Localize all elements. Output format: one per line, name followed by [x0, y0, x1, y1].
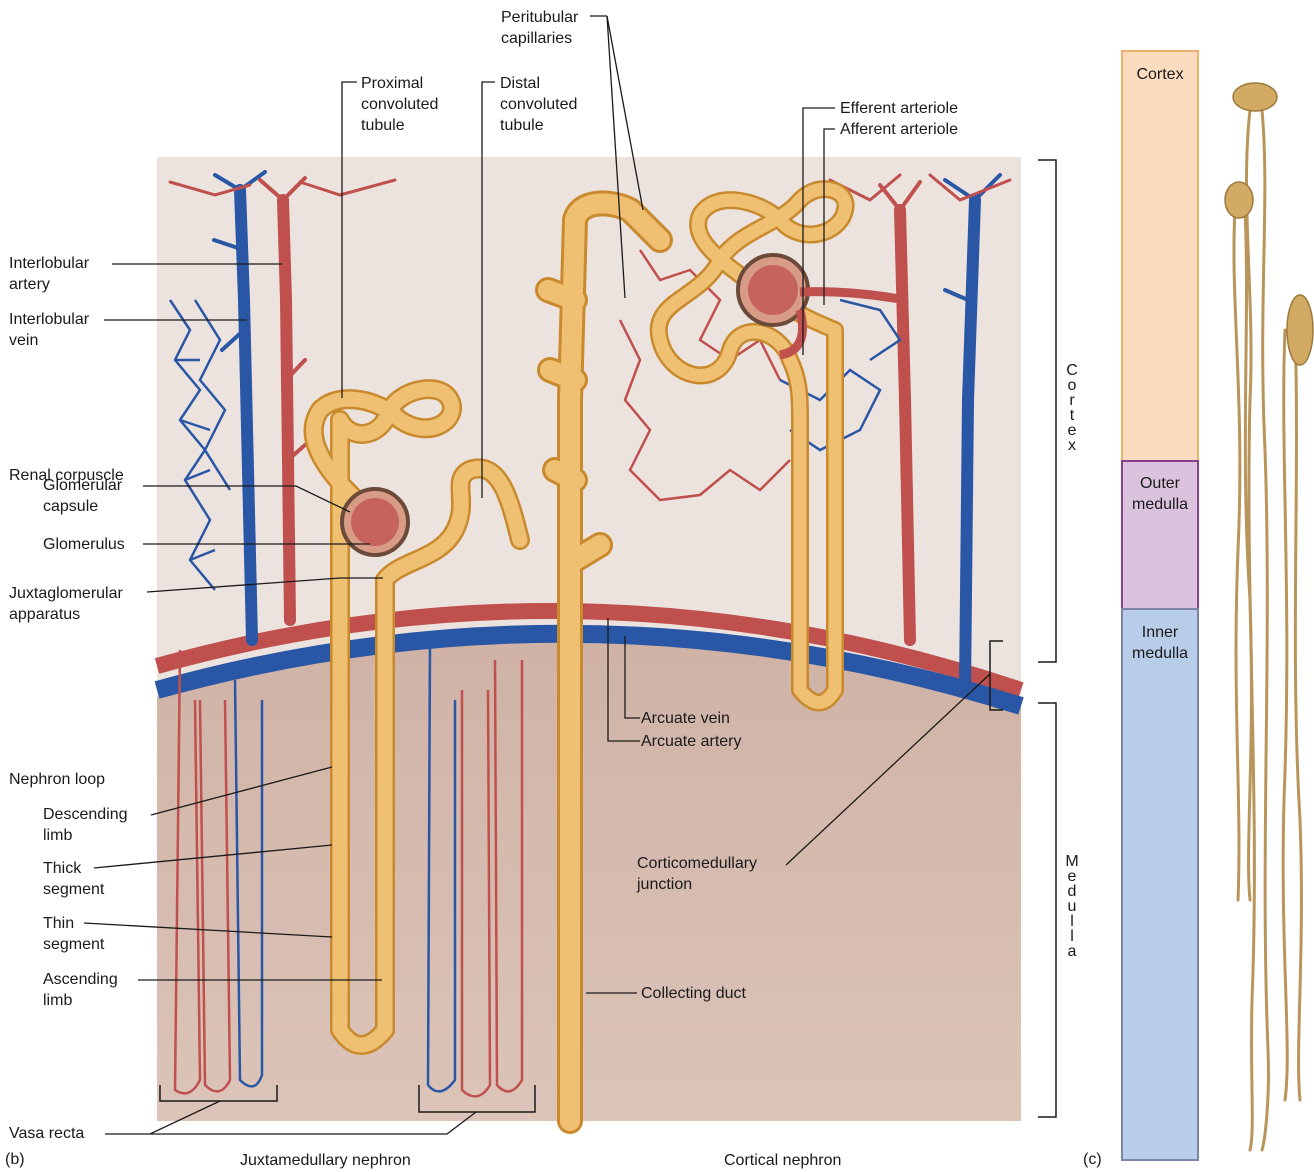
- label-distal-convoluted-tubule: Distal convoluted tubule: [500, 73, 577, 136]
- caption-juxtamedullary-nephron: Juxtamedullary nephron: [240, 1151, 411, 1171]
- label-thin-segment: Thin segment: [43, 913, 104, 955]
- medulla-tissue: [157, 629, 1021, 1121]
- label-efferent-arteriole: Efferent arteriole: [840, 98, 958, 119]
- label-arcuate-artery: Arcuate artery: [641, 731, 741, 752]
- label-thick-segment: Thick segment: [43, 858, 104, 900]
- zone-label-cortex: Cortex: [1122, 64, 1198, 85]
- juxtamedullary-glomerulus: [351, 498, 399, 546]
- label-collecting-duct: Collecting duct: [641, 983, 746, 1004]
- caption-panel-c: (c): [1083, 1150, 1102, 1170]
- zone-inner-medulla-block: [1122, 609, 1198, 1160]
- label-arcuate-vein: Arcuate vein: [641, 708, 730, 729]
- label-nephron-loop: Nephron loop: [9, 769, 105, 790]
- label-glomerulus: Glomerulus: [43, 534, 125, 555]
- zone-cortex-block: [1122, 51, 1198, 461]
- glomeruli-panel-c: [1225, 83, 1313, 365]
- zone-label-inner-medulla: Inner medulla: [1122, 622, 1198, 664]
- label-descending-limb: Descending limb: [43, 804, 128, 846]
- label-interlobular-vein: Interlobular vein: [9, 309, 89, 351]
- label-ascending-limb: Ascending limb: [43, 969, 118, 1011]
- region-label-medulla: M e d u l l a: [1062, 854, 1082, 959]
- label-peritubular-capillaries: Peritubular capillaries: [501, 7, 578, 49]
- region-label-cortex: C o r t e x: [1062, 363, 1082, 453]
- zone-label-outer-medulla: Outer medulla: [1122, 473, 1198, 515]
- caption-cortical-nephron: Cortical nephron: [724, 1151, 841, 1171]
- label-proximal-convoluted-tubule: Proximal convoluted tubule: [361, 73, 438, 136]
- nephron-outlines-panel-c: [1234, 110, 1301, 1150]
- label-glomerular-capsule: Glomerular capsule: [43, 475, 122, 517]
- label-vasa-recta: Vasa recta: [9, 1123, 84, 1144]
- caption-panel-b: (b): [5, 1150, 25, 1170]
- label-juxtaglomerular-apparatus: Juxtaglomerular apparatus: [9, 583, 123, 625]
- label-interlobular-artery: Interlobular artery: [9, 253, 89, 295]
- label-afferent-arteriole: Afferent arteriole: [840, 119, 958, 140]
- cortical-glomerulus: [748, 265, 798, 315]
- label-corticomedullary-junction: Corticomedullary junction: [637, 853, 757, 895]
